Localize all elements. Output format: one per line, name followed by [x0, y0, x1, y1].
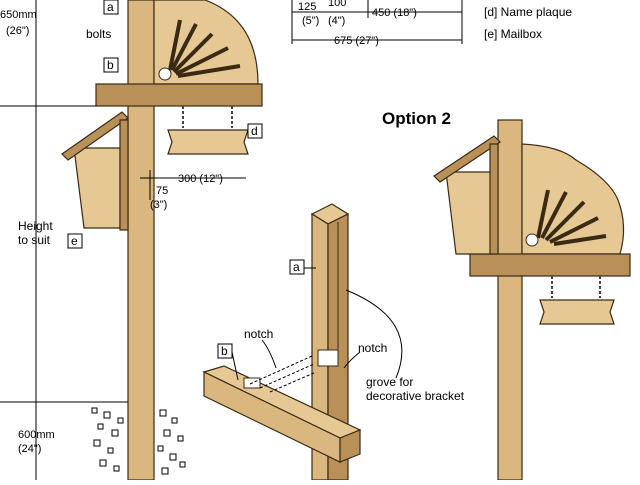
right-mailbox-roof — [433, 135, 501, 183]
left-name-plaque — [167, 129, 249, 155]
label-bolts: bolts — [86, 27, 111, 41]
left-assembly: 650mm (26") 600mm (24") 300 (12") 75 (3"… — [0, 0, 263, 481]
tag-a-top: a — [107, 0, 114, 14]
left-post — [127, 0, 155, 481]
left-bracket-slots — [158, 19, 241, 81]
dim-24: (24") — [18, 443, 41, 455]
top-dimensions: 125 100 (5") (4") 450 (18") 675 (27") — [291, 0, 463, 47]
legend: [d] Name plaque [e] Mailbox — [484, 5, 572, 41]
ground-left — [91, 407, 186, 475]
dim-100: 100 — [328, 0, 346, 9]
post-notch — [317, 349, 339, 367]
right-bracket-slots — [525, 189, 607, 247]
dim-3: (3") — [150, 199, 167, 211]
left-mailbox-body — [73, 147, 121, 229]
right-cross-arm — [469, 253, 631, 277]
dim-125: 125 — [298, 1, 316, 13]
left-mailbox-roof — [61, 111, 129, 161]
dim-450: 450 (18") — [372, 7, 417, 19]
label-grove-line2: decorative bracket — [366, 389, 465, 403]
right-name-plaque — [539, 299, 615, 325]
tag-a-detail: a — [293, 260, 300, 274]
dim-300: 300 (12") — [178, 173, 223, 185]
right-mailbox-body — [445, 171, 493, 255]
dim-600mm: 600mm — [18, 429, 55, 441]
center-detail: notch notch grove for decorative bracket… — [202, 203, 465, 481]
label-notch-right: notch — [358, 341, 387, 355]
left-cross-arm — [95, 83, 263, 107]
label-grove-line1: grove for — [366, 375, 413, 389]
dim-650mm: 650mm — [0, 9, 37, 21]
legend-e: [e] Mailbox — [484, 27, 542, 41]
dim-675: 675 (27") — [334, 35, 379, 47]
label-height-line1: Height — [18, 219, 53, 233]
right-post — [497, 119, 523, 481]
option-2-title: Option 2 — [382, 109, 451, 128]
dim-4: (4") — [328, 15, 345, 27]
tag-b-detail: b — [221, 344, 228, 358]
tag-d: d — [251, 124, 258, 138]
dim-75: 75 — [156, 185, 168, 197]
label-notch-left: notch — [244, 327, 273, 341]
dim-26: (26") — [6, 25, 29, 37]
dim-5: (5") — [302, 15, 319, 27]
label-height-line2: to suit — [18, 233, 51, 247]
right-mailbox-back — [489, 143, 499, 255]
right-assembly: Option 2 — [382, 109, 631, 481]
legend-d: [d] Name plaque — [484, 5, 572, 19]
tag-b-top: b — [107, 58, 114, 72]
tag-e: e — [71, 234, 78, 248]
left-mailbox-back — [119, 119, 129, 231]
detail-arm-end — [339, 429, 361, 463]
